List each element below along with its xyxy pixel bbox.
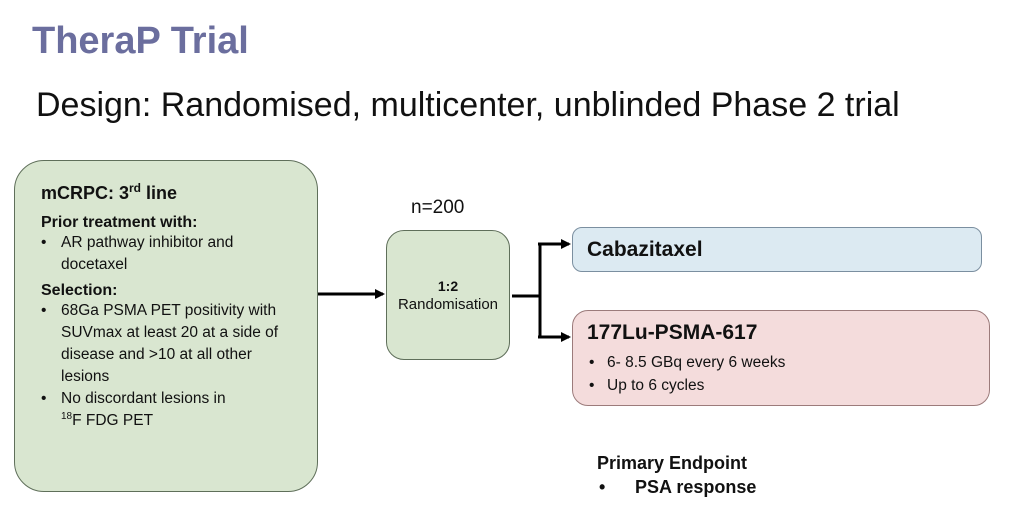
randomisation-label: Randomisation bbox=[397, 295, 499, 313]
endpoint-title: Primary Endpoint bbox=[597, 453, 748, 473]
population-heading: mCRPC: 3rd line bbox=[41, 181, 178, 203]
endpoint-text: PSA response bbox=[635, 477, 757, 497]
sample-size-label: n=200 bbox=[411, 197, 465, 218]
slide-title: TheraP Trial bbox=[32, 20, 249, 62]
prior-treatment-label: Prior treatment with: bbox=[41, 214, 198, 231]
arm-detail-item: 6- 8.5 GBq every 6 weeks bbox=[587, 351, 989, 374]
endpoint-bullet: • bbox=[599, 477, 606, 497]
selection-item: 68Ga PSMA PET positivity with SUVmax at … bbox=[41, 300, 303, 388]
population-box: mCRPC: 3rd line Prior treatment with: AR… bbox=[14, 160, 318, 492]
arm-detail-list: 6- 8.5 GBq every 6 weeks Up to 6 cycles bbox=[587, 351, 989, 397]
endpoint-item: • PSA response bbox=[597, 477, 756, 498]
slide-subtitle: Design: Randomised, multicenter, unblind… bbox=[36, 86, 900, 124]
arm-detail-item: Up to 6 cycles bbox=[587, 374, 989, 397]
arm-lutetium-box: 177Lu-PSMA-617 6- 8.5 GBq every 6 weeks … bbox=[572, 310, 990, 406]
primary-endpoint: Primary Endpoint • PSA response bbox=[597, 453, 756, 498]
selection-list: 68Ga PSMA PET positivity with SUVmax at … bbox=[41, 300, 303, 432]
fdg-text: F FDG PET bbox=[72, 412, 154, 429]
prior-treatment-item: AR pathway inhibitor and docetaxel bbox=[41, 232, 303, 276]
arm-title: 177Lu-PSMA-617 bbox=[587, 321, 758, 344]
prior-treatment-list: AR pathway inhibitor and docetaxel bbox=[41, 232, 303, 276]
arm-cabazitaxel-box: Cabazitaxel bbox=[572, 227, 982, 272]
randomisation-box: 1:2 Randomisation bbox=[386, 230, 510, 360]
arm-title: Cabazitaxel bbox=[587, 238, 703, 261]
randomisation-ratio: 1:2 bbox=[437, 277, 459, 294]
selection-label: Selection: bbox=[41, 282, 118, 299]
fdg-superscript: 18 bbox=[61, 410, 73, 422]
